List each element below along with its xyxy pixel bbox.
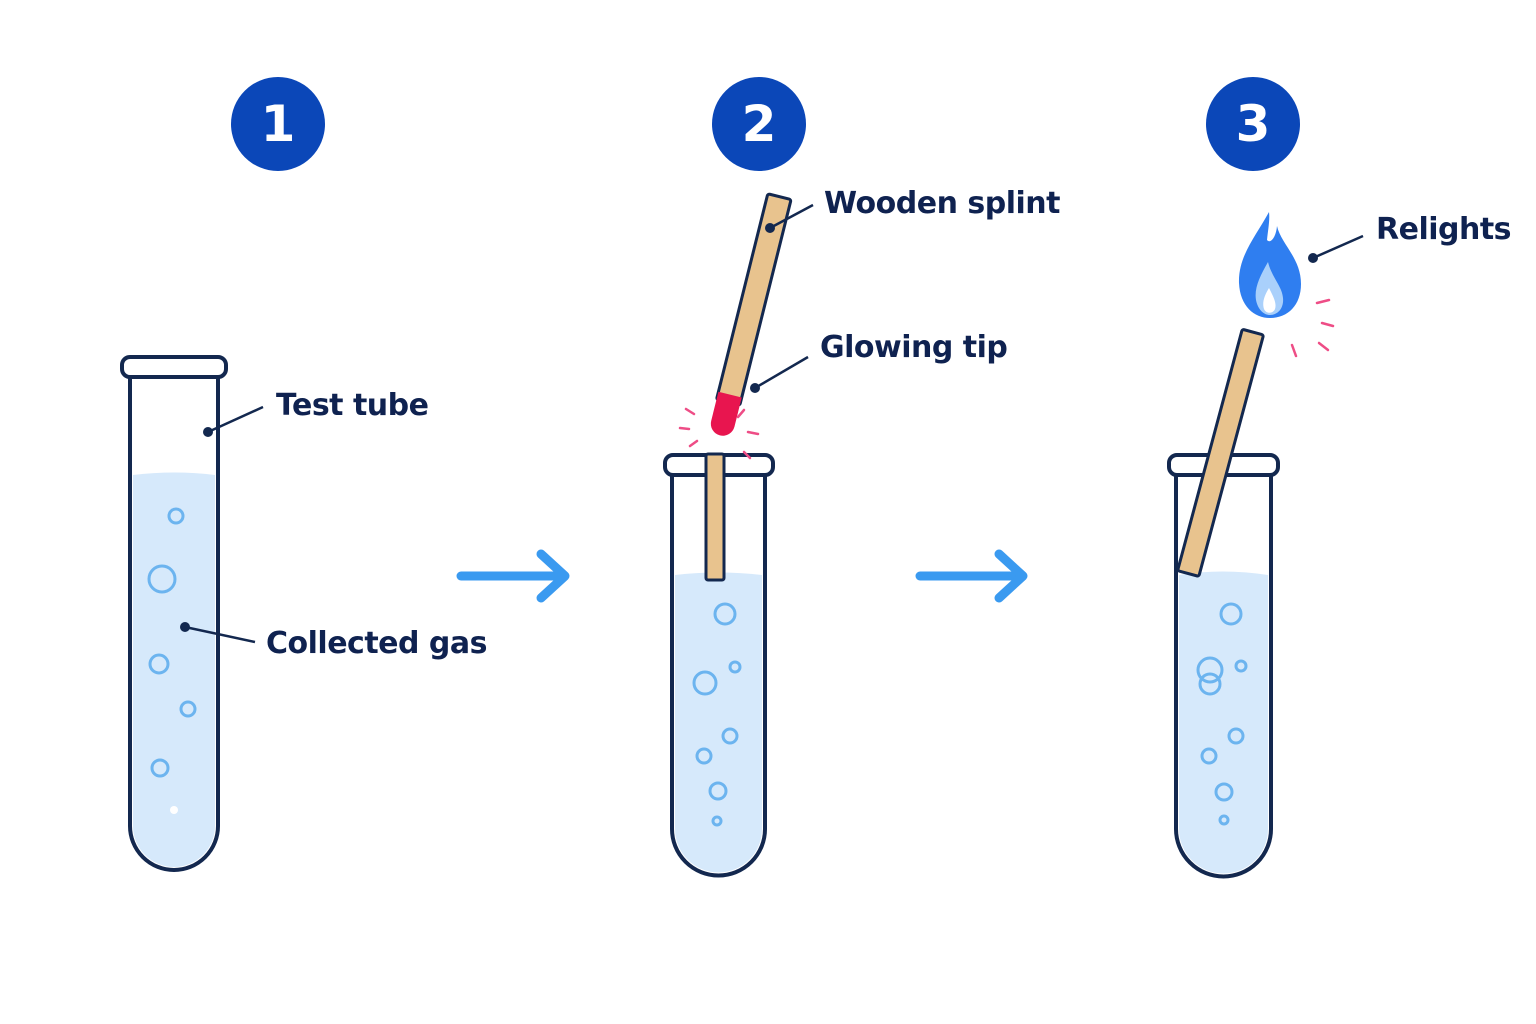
gas-fill-3 <box>1179 571 1268 874</box>
bubble <box>711 815 723 827</box>
bubble <box>1200 747 1218 765</box>
bubble <box>1214 782 1234 802</box>
step-badge-1: 1 <box>231 77 325 171</box>
wooden-splint <box>710 192 793 436</box>
step-badge-3: 3 <box>1206 77 1300 171</box>
bubbles-2 <box>692 602 742 827</box>
bubble <box>692 670 718 696</box>
leader-wooden-splint <box>765 203 814 233</box>
test-tube-3 <box>1167 453 1280 879</box>
tube-body-2 <box>670 474 767 878</box>
bubbles-1 <box>147 507 197 814</box>
tube-rim-1 <box>120 355 228 379</box>
label-collected-gas: Collected gas <box>266 626 488 661</box>
spark-icon <box>678 407 760 460</box>
step-badge-2: 2 <box>712 77 806 171</box>
bubble <box>1234 659 1248 673</box>
bubble <box>721 727 739 745</box>
tube-body-3 <box>1174 474 1273 879</box>
leader-test-tube <box>203 405 264 437</box>
label-glowing-tip: Glowing tip <box>820 330 1008 365</box>
bubble <box>147 564 177 594</box>
label-relights: Relights <box>1376 212 1512 247</box>
leader-collected-gas <box>180 622 256 644</box>
splint-inside-tube-2 <box>704 452 726 582</box>
bubble <box>708 781 728 801</box>
bubble <box>167 507 185 525</box>
splint-body <box>1176 328 1265 578</box>
bubble <box>728 660 742 674</box>
leader-relights <box>1308 234 1364 263</box>
arrow-right-icon <box>456 549 570 603</box>
gas-fill-2 <box>675 572 762 873</box>
flame-icon <box>1238 212 1301 318</box>
flame-outer <box>1238 212 1301 318</box>
bubble <box>150 758 170 778</box>
tube-body-1 <box>128 374 220 872</box>
bubbles-3 <box>1196 602 1248 826</box>
arrow-right-icon <box>915 549 1028 603</box>
bubble <box>148 653 170 675</box>
flame-core <box>1263 288 1276 313</box>
bubble <box>1219 602 1243 626</box>
bubble <box>1218 814 1230 826</box>
test-tube-2 <box>663 453 775 878</box>
label-wooden-splint: Wooden splint <box>824 186 1060 221</box>
spark-icon <box>1290 298 1335 358</box>
bubble <box>170 806 178 814</box>
flame-inner <box>1255 262 1284 315</box>
bubble <box>179 700 197 718</box>
glowing-tip <box>710 391 742 436</box>
bubble <box>713 602 737 626</box>
bubble <box>1198 672 1222 696</box>
leader-glowing-tip <box>750 355 809 393</box>
label-test-tube: Test tube <box>276 388 429 423</box>
bubble <box>1196 656 1224 684</box>
bubble <box>695 747 713 765</box>
relit-splint <box>1176 328 1265 578</box>
test-tube-1 <box>120 355 228 872</box>
bubble <box>1227 727 1245 745</box>
